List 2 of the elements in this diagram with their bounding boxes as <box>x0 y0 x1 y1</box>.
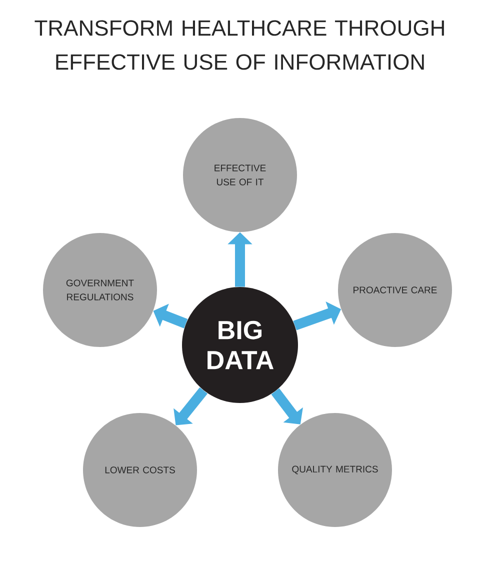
title: TRANSFORM HEALTHCARE THROUGH EFFECTIVE USE OF INFORMATION <box>34 20 444 70</box>
arrow <box>271 388 303 424</box>
